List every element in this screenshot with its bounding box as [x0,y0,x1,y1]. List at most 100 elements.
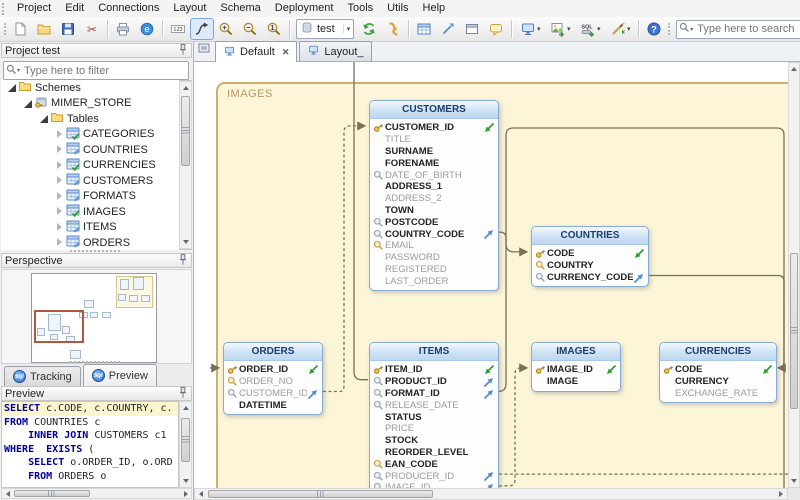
menu-connections[interactable]: Connections [98,2,160,14]
search-scope-icon[interactable]: ▾ [690,26,694,33]
diagram-v-scrollbar-thumb[interactable] [790,253,798,409]
link-tool-icon[interactable] [436,18,460,40]
er-column-country[interactable]: COUNTRY [532,260,648,272]
er-column-customer_id[interactable]: CUSTOMER_ID [224,388,322,400]
panel-divider[interactable] [193,42,194,500]
er-column-status[interactable]: STATUS [370,411,498,423]
tree-item-tables[interactable]: Tables [1,111,179,127]
er-table-header[interactable]: ORDERS [224,343,322,361]
er-column-exchange_rate[interactable]: EXCHANGE_RATE [660,388,776,400]
menu-help[interactable]: Help [422,2,446,14]
menu-tools[interactable]: Tools [347,2,374,14]
er-column-last_order[interactable]: LAST_ORDER [370,275,498,287]
scroll-down-button[interactable] [789,475,799,487]
er-column-producer_id[interactable]: PRODUCER_ID [370,470,498,482]
er-column-image_id[interactable]: IMAGE_ID [532,364,620,376]
scroll-down-button[interactable] [180,236,191,248]
help-icon[interactable]: ? [642,18,666,40]
expander-closed-icon[interactable] [55,129,64,139]
er-column-code[interactable]: CODE [660,364,776,376]
tree-item-formats[interactable]: FORMATS [1,189,179,205]
new-file-icon[interactable] [8,18,32,40]
export-sql-icon[interactable]: SQL▾ [575,18,605,40]
diagram-v-scrollbar[interactable] [788,62,800,488]
filter-input[interactable] [22,63,186,78]
zoom-out-icon[interactable]: − [238,18,262,40]
scroll-up-button[interactable] [789,63,799,75]
diagram-minimap[interactable] [31,273,157,363]
relation-customers-country-code-to-countries-code[interactable] [499,231,529,257]
scroll-left-button[interactable] [195,489,207,499]
close-icon[interactable]: ✕ [281,46,290,57]
scroll-down-button[interactable] [180,475,191,487]
er-column-item_id[interactable]: ITEM_ID [370,364,498,376]
er-column-registered[interactable]: REGISTERED [370,264,498,276]
pointer-tool-icon[interactable] [190,18,214,40]
er-table-header[interactable]: COUNTRIES [532,227,648,245]
chevron-down-icon[interactable]: ▾ [596,26,601,33]
er-column-date_of_birth[interactable]: DATE_OF_BIRTH [370,169,498,181]
pin-icon[interactable] [178,43,188,59]
chevron-down-icon[interactable]: ▾ [536,26,541,33]
preview-scrollbar-thumb[interactable] [181,418,190,462]
preview-h-scrollbar-thumb[interactable] [14,490,90,497]
er-column-postcode[interactable]: POSTCODE [370,216,498,228]
tree-scrollbar-thumb[interactable] [181,96,190,166]
expander-closed-icon[interactable] [55,160,64,170]
er-column-product_id[interactable]: PRODUCT_ID [370,376,498,388]
export-image-icon[interactable]: ▾ [545,18,575,40]
refresh-icon[interactable] [357,18,381,40]
chevron-down-icon[interactable]: ▾ [626,26,631,33]
menu-utils[interactable]: Utils [387,2,409,14]
er-column-address_2[interactable]: ADDRESS_2 [370,193,498,205]
er-column-stock[interactable]: STOCK [370,435,498,447]
er-column-ean_code[interactable]: EAN_CODE [370,458,498,470]
tree-item-countries[interactable]: COUNTRIES [1,142,179,158]
menu-deployment[interactable]: Deployment [274,2,334,14]
er-column-datetime[interactable]: DATETIME [224,399,322,411]
tree-item-currencies[interactable]: CURRENCIES [1,158,179,174]
wizard-icon[interactable]: ▾ [605,18,635,40]
scroll-right-button[interactable] [775,489,787,499]
tree-item-items[interactable]: ITEMS [1,220,179,236]
tab-layout[interactable]: Layout_ [299,41,372,61]
filter-scope-icon[interactable]: ▾ [17,68,21,74]
scroll-up-button[interactable] [180,402,191,414]
chevron-down-icon[interactable]: ▾ [342,25,350,33]
relation-countries-currency-code-to-currencies-code[interactable] [649,274,786,373]
monitor-menu-icon[interactable]: ▾ [515,18,545,40]
er-column-surname[interactable]: SURNAME [370,146,498,158]
save-icon[interactable] [56,18,80,40]
expander-open-icon[interactable] [23,99,32,108]
expander-closed-icon[interactable] [55,191,64,201]
er-column-reorder_level[interactable]: REORDER_LEVEL [370,447,498,459]
er-column-code[interactable]: CODE [532,248,648,260]
preview-h-scrollbar[interactable] [1,488,192,499]
tree-item-customers[interactable]: CUSTOMERS [1,173,179,189]
splitter-handle[interactable] [70,361,120,366]
schema-container[interactable]: IMAGES [216,82,788,488]
open-icon[interactable] [32,18,56,40]
zoom-in-icon[interactable]: + [214,18,238,40]
tree-item-images[interactable]: IMAGES [1,204,179,220]
er-table-header[interactable]: IMAGES [532,343,620,361]
expander-open-icon[interactable] [7,83,16,93]
expander-closed-icon[interactable] [55,145,64,154]
scroll-right-button[interactable] [180,489,191,498]
expander-closed-icon[interactable] [55,207,64,216]
expander-open-icon[interactable] [39,114,48,124]
window-icon[interactable] [460,18,484,40]
tree-item-schemes[interactable]: Schemes [1,80,179,96]
er-table-header[interactable]: CURRENCIES [660,343,776,361]
er-column-image[interactable]: IMAGE [532,376,620,388]
cut-icon[interactable]: ✂ [80,18,104,40]
script-icon[interactable] [381,18,405,40]
menu-layout[interactable]: Layout [173,2,207,14]
er-column-country_code[interactable]: COUNTRY_CODE [370,228,498,240]
